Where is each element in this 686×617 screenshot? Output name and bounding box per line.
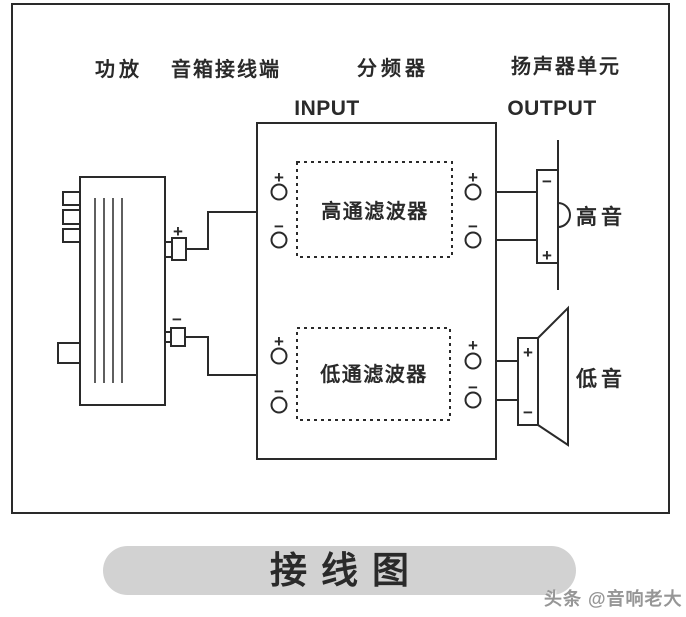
tweeter-symbol: − + 高音 [536, 140, 626, 290]
lp-output-minus-terminal [464, 391, 482, 409]
diagram-frame [11, 3, 670, 514]
crossover-symbol: 高通滤波器 低通滤波器 + − + − + − [256, 122, 497, 460]
tweeter-label: 高音 [576, 205, 626, 229]
hp-output-minus-terminal [464, 231, 482, 249]
hp-output-minus-sign: − [468, 217, 478, 236]
input-label: INPUT [294, 97, 360, 120]
tweeter-minus-sign: − [542, 172, 552, 191]
woofer-symbol: + − 低音 [517, 305, 626, 447]
lp-input-terminals: + − [270, 332, 288, 414]
amplifier-positive-sign: + [173, 222, 183, 241]
tweeter-dome [557, 201, 571, 229]
low-pass-filter-box [296, 327, 451, 421]
speaker-terminals-label: 音箱接线端 [171, 57, 281, 81]
hp-output-plus-sign: + [468, 168, 478, 187]
lp-input-minus-terminal [270, 396, 288, 414]
amplifier-symbol: + − [57, 176, 187, 406]
woofer-cone [537, 305, 569, 447]
lp-input-minus-sign: − [274, 382, 284, 401]
caption-pill: 接线图 [103, 546, 576, 595]
high-pass-filter-box [296, 161, 453, 258]
lp-input-plus-sign: + [274, 332, 284, 351]
woofer-minus-sign: − [523, 403, 533, 422]
amplifier-left-connectors [57, 191, 81, 364]
wire-amp-negative [185, 336, 257, 376]
low-pass-filter-label: 低通滤波器 [319, 362, 428, 386]
lp-output-plus-sign: + [468, 336, 478, 355]
lp-output-terminals: + − [464, 336, 482, 409]
high-pass-filter-label: 高通滤波器 [321, 199, 429, 223]
hp-input-terminals: + − [270, 168, 288, 249]
crossover-box [256, 122, 497, 460]
hp-output-terminals: + − [464, 168, 482, 249]
output-label: OUTPUT [507, 97, 596, 120]
lp-output-plus-terminal [464, 352, 482, 370]
hp-output-plus-terminal [464, 183, 482, 201]
caption-text: 接线图 [270, 550, 423, 591]
hp-input-minus-sign: − [274, 217, 284, 236]
speaker-units-label: 扬声器单元 [511, 54, 621, 78]
hp-input-minus-terminal [270, 231, 288, 249]
lp-input-plus-terminal [270, 347, 288, 365]
amplifier-label: 功放 [95, 57, 143, 81]
amplifier-vent-lines [94, 198, 123, 383]
wire-amp-positive [186, 211, 257, 250]
hp-input-plus-terminal [270, 183, 288, 201]
amplifier-negative-sign: − [172, 310, 182, 329]
lp-output-minus-sign: − [468, 378, 478, 397]
hp-input-plus-sign: + [274, 168, 284, 187]
woofer-body [517, 337, 539, 426]
crossover-label: 分频器 [357, 56, 429, 80]
amplifier-negative-terminal: − [164, 310, 186, 347]
woofer-plus-sign: + [523, 343, 533, 362]
header-row: 功放 音箱接线端 分频器 扬声器单元 INPUT OUTPUT [95, 54, 621, 120]
amplifier-positive-terminal: + [164, 222, 187, 261]
woofer-label: 低音 [575, 367, 626, 391]
tweeter-plus-sign: + [542, 246, 552, 265]
watermark-text: 头条 @音响老大 [544, 589, 683, 609]
